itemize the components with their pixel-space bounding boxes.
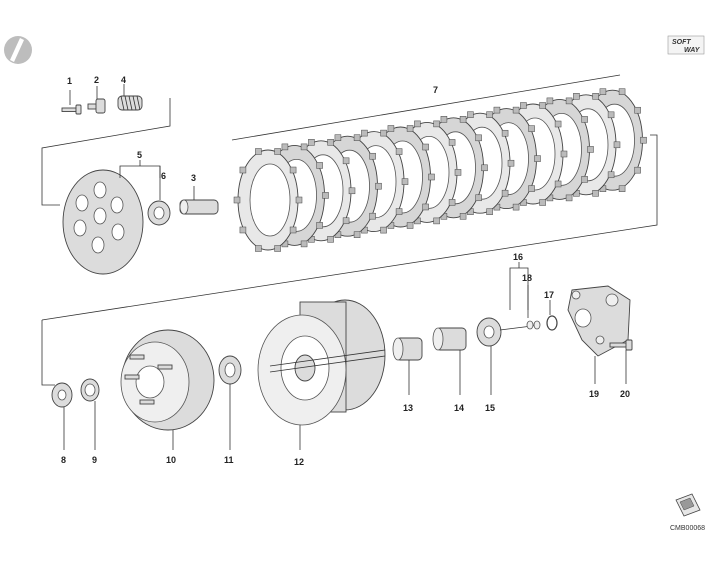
thrust-washer-part [218,355,242,450]
callout-8: 8 [61,455,66,465]
callout-labels: 1 2 4 5 6 3 7 8 9 10 11 12 13 14 15 16 1… [61,75,630,467]
clutch-basket-part [257,299,386,450]
pressure-plate-part [62,169,144,275]
logo-line2: WAY [684,47,701,54]
callout-1: 1 [67,76,72,86]
bolt-part [87,86,106,114]
callout-9: 9 [92,455,97,465]
slave-cylinder-part [567,285,631,384]
sleeve-part [392,337,423,395]
clutch-plate [233,148,303,252]
washer-part [80,378,100,450]
clutch-hub-part [120,329,215,450]
upper-frame-lines [41,74,658,321]
disc-icon [4,36,32,64]
spring-part [117,84,143,111]
bearing-part [147,200,171,226]
callout-4: 4 [121,75,126,85]
callout-16: 16 [513,252,523,262]
clutch-plate-stack [233,88,647,252]
book-icon [675,493,701,517]
callout-7: 7 [433,85,438,95]
pushrod-piece-part [179,199,219,215]
screw-part [61,90,82,115]
pushrod-part [499,262,541,331]
logo-line1: SOFT [672,39,691,46]
callout-bracket-5-6 [119,160,195,200]
callout-6: 6 [161,171,166,181]
callout-19: 19 [589,389,599,399]
long-screw-part [609,339,633,384]
lower-frame-lines [41,320,55,386]
callout-12: 12 [294,457,304,467]
plate-washer-part [476,317,502,395]
callout-3: 3 [191,173,196,183]
callout-14: 14 [454,403,464,413]
drawing-code: CMB00068 [670,525,705,532]
callout-15: 15 [485,403,495,413]
o-ring-part [526,285,541,330]
nut-part [51,382,73,450]
callout-17: 17 [544,290,554,300]
callout-2: 2 [94,75,99,85]
callout-18: 18 [522,273,532,283]
callout-20: 20 [620,389,630,399]
callout-5: 5 [137,150,142,160]
callout-13: 13 [403,403,413,413]
callout-10: 10 [166,455,176,465]
callout-11: 11 [224,455,234,465]
circlip-part [546,300,558,331]
softway-logo: SOFT WAY [667,35,705,55]
bushing-part [432,327,467,395]
